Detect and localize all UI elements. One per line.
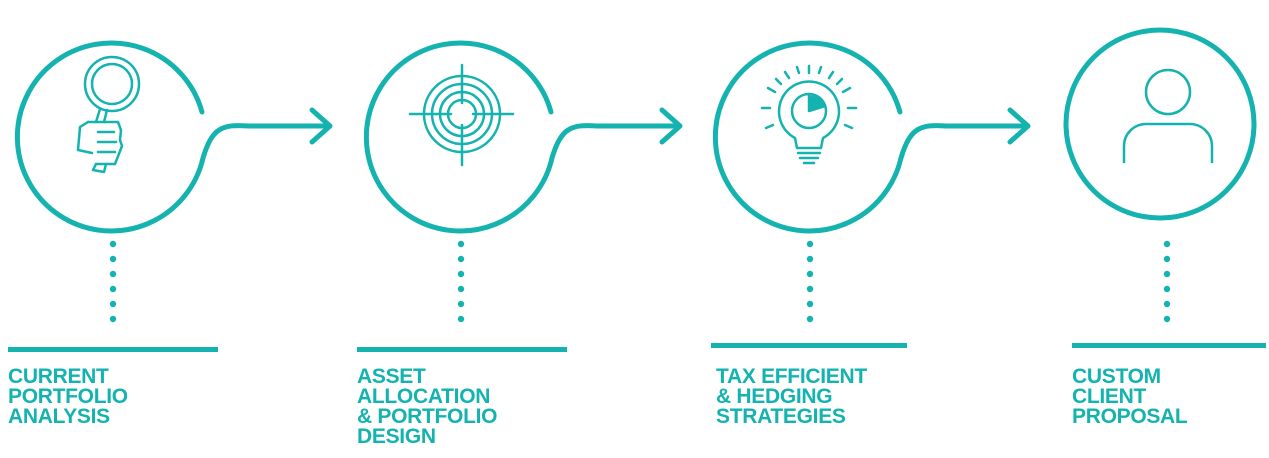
step-3-node [712, 40, 1031, 234]
step-2-node [363, 40, 683, 234]
step-2-bar [357, 347, 567, 352]
step-3-label-line-3: STRATEGIES [716, 405, 846, 428]
step-2-label-line-3: & PORTFOLIO [357, 405, 498, 428]
target-crosshair-icon [408, 63, 515, 167]
step-2-circle-arc [363, 40, 679, 234]
step-3-label: TAX EFFICIENT & HEDGING STRATEGIES [716, 365, 867, 428]
step-4-label-line-2: CLIENT [1072, 385, 1147, 408]
dotted-connectors [109, 240, 1171, 323]
step-3-label-line-2: & HEDGING [716, 385, 833, 408]
step-4-label: CUSTOM CLIENT PROPOSAL [1072, 365, 1188, 428]
step-2-arrowhead [659, 107, 683, 145]
step-1-label-line-2: PORTFOLIO [8, 385, 128, 408]
step-3-label-line-1: TAX EFFICIENT [716, 365, 867, 388]
step-4-label-line-3: PROPOSAL [1072, 405, 1188, 428]
step-1-arrowhead [309, 107, 333, 145]
step-3-bar [711, 343, 907, 348]
step-4-bar [1072, 343, 1266, 348]
step-3-arrowhead [1007, 107, 1031, 145]
step-1-node [14, 40, 333, 234]
step-1-label-line-1: CURRENT [8, 365, 109, 388]
user-icon [1122, 68, 1214, 164]
step-4-label-line-1: CUSTOM [1072, 365, 1161, 388]
step-2-dotted-connector [457, 240, 465, 323]
step-1-label: CURRENT PORTFOLIO ANALYSIS [8, 365, 128, 428]
step-2-label-line-4: DESIGN [357, 425, 436, 448]
step-3-circle-arc [712, 40, 1027, 234]
step-3-dotted-connector [806, 240, 814, 323]
step-4-circle [1063, 27, 1257, 221]
lightbulb-pie-chart-icon [760, 64, 858, 165]
step-1-label-line-3: ANALYSIS [8, 405, 110, 428]
step-1-circle-arc [14, 40, 329, 234]
step-1-bar [8, 347, 218, 352]
step-2-label: ASSET ALLOCATION & PORTFOLIO DESIGN [357, 365, 498, 448]
magnifier-hand-icon [76, 55, 141, 174]
step-4-dotted-connector [1163, 240, 1171, 323]
step-1-dotted-connector [109, 240, 117, 323]
step-2-label-line-1: ASSET [357, 365, 426, 388]
step-2-label-line-2: ALLOCATION [357, 385, 491, 408]
